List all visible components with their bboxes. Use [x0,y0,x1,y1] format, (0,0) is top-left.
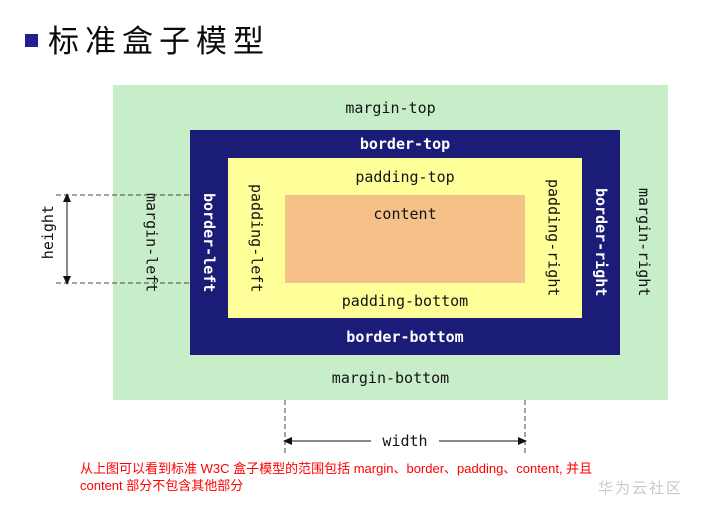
margin-left-label: margin-left [113,130,190,355]
border-right-label: border-right [582,130,620,355]
padding-bottom-label: padding-bottom [341,291,469,310]
content-area [285,195,525,283]
padding-top-label: padding-top [355,167,455,186]
margin-left-text: margin-left [142,192,161,293]
width-label: width [371,431,439,450]
height-arrow-up-icon [63,193,71,202]
height-text: height [39,204,57,260]
border-left-label: border-left [190,130,228,355]
width-arrow-left-icon [283,437,292,445]
padding-left-label: padding-left [228,158,285,318]
page-title: 标准盒子模型 [48,24,270,60]
height-arrow-down-icon [63,276,71,285]
border-left-text: border-left [200,192,218,293]
title-bullet-icon [25,34,38,47]
padding-right-label: padding-right [525,158,582,318]
content-label: content [373,205,437,223]
margin-bottom-label: margin-bottom [331,368,450,387]
margin-right-text: margin-right [635,188,653,297]
padding-left-text: padding-left [247,183,266,293]
border-bottom-label: border-bottom [346,327,464,346]
height-label: height [38,190,58,274]
width-arrow-right-icon [518,437,527,445]
border-right-text: border-right [592,188,610,297]
watermark: 华为云社区 [598,480,684,497]
caption: 从上图可以看到标准 W3C 盒子模型的范围包括 margin、border、pa… [80,460,592,494]
padding-right-text: padding-right [544,179,563,297]
margin-right-label: margin-right [620,85,668,400]
caption-line-2: content 部分不包含其他部分 [80,478,244,493]
caption-line-1: 从上图可以看到标准 W3C 盒子模型的范围包括 margin、border、pa… [80,461,593,476]
margin-top-label: margin-top [345,98,436,117]
border-top-label: border-top [359,135,451,153]
